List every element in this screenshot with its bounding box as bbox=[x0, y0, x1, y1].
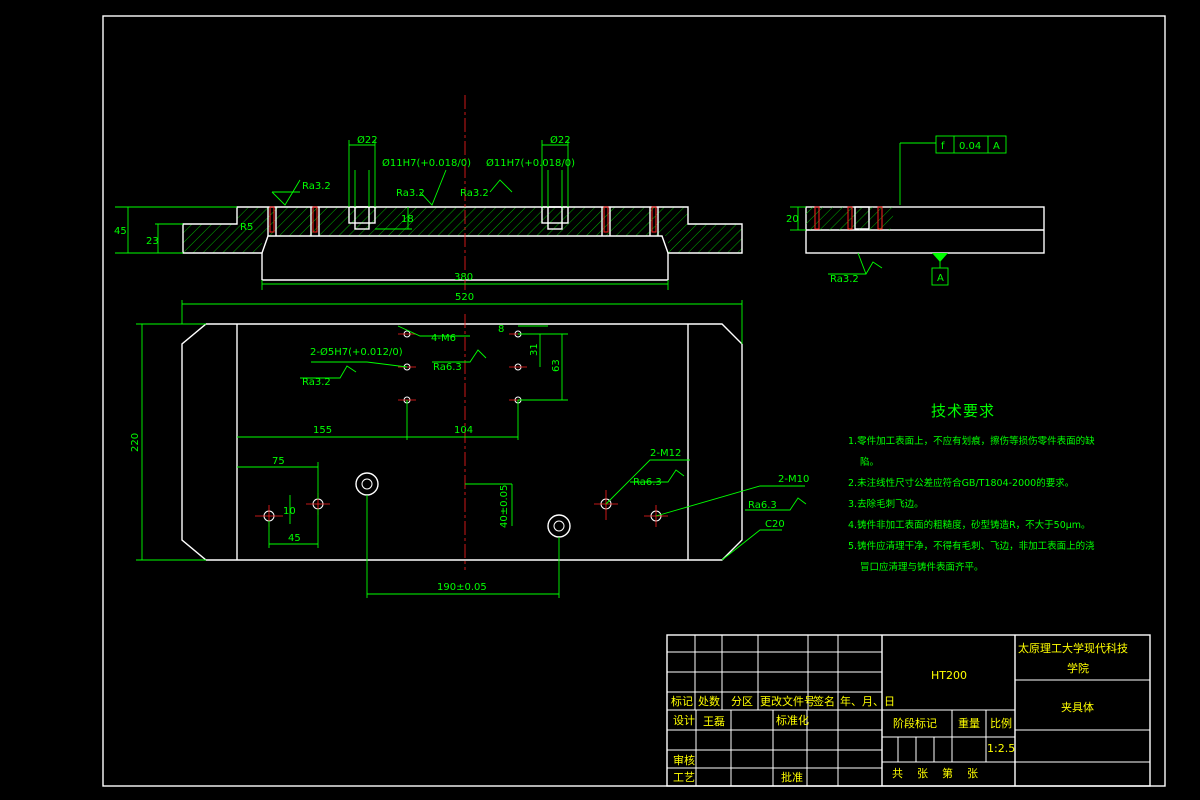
part-name: 夹具体 bbox=[1061, 700, 1094, 714]
dim-155: 155 bbox=[313, 425, 332, 436]
dim-380: 380 bbox=[454, 272, 473, 283]
drawing-border bbox=[102, 15, 1166, 787]
dim-190: 190±0.05 bbox=[437, 582, 487, 593]
ra-a: Ra3.2 bbox=[302, 181, 331, 192]
title-block bbox=[666, 634, 1151, 787]
material: HT200 bbox=[931, 669, 967, 682]
dim-18: 18 bbox=[401, 214, 414, 225]
dim-45-plan: 45 bbox=[288, 533, 301, 544]
hdr-zone: 分区 bbox=[731, 695, 753, 708]
tech-item-1-cont: 陷。 bbox=[860, 457, 880, 468]
dim-d22-left: Ø22 bbox=[357, 134, 378, 146]
dim-31: 31 bbox=[529, 343, 540, 356]
std-label: 标准化 bbox=[776, 713, 809, 727]
weight-label: 重量 bbox=[958, 716, 980, 730]
tol-value: 0.04 bbox=[959, 141, 981, 152]
fit-left: Ø11H7(+0.018/0) bbox=[382, 157, 471, 169]
sheet-count: 共 张 第 张 bbox=[892, 766, 978, 780]
tech-item-2: 2.未注线性尺寸公差应符合GB/T1804-2000的要求。 bbox=[848, 478, 1075, 489]
ra-b: Ra3.2 bbox=[396, 188, 425, 199]
tech-item-5-cont: 冒口应清理与铸件表面齐平。 bbox=[860, 562, 984, 573]
tol-ref: A bbox=[993, 141, 1000, 152]
design-label: 设计 bbox=[673, 714, 695, 727]
hdr-change-doc: 更改文件号 bbox=[760, 694, 815, 708]
plan-view bbox=[136, 300, 807, 598]
tech-title: 技术要求 bbox=[930, 402, 995, 420]
side-view-labels: f 0.04 A A 20 Ra3.2 bbox=[786, 141, 1000, 285]
dim-75: 75 bbox=[272, 456, 285, 467]
dim-45-a: 45 bbox=[114, 226, 127, 237]
hdr-mark: 标记 bbox=[671, 694, 693, 708]
process-label: 工艺 bbox=[673, 771, 695, 784]
hdr-count: 处数 bbox=[698, 695, 720, 708]
approve-label: 批准 bbox=[781, 770, 803, 784]
dim-8: 8 bbox=[498, 324, 504, 335]
ra-plan-d: Ra6.3 bbox=[748, 500, 777, 511]
dim-r5: R5 bbox=[240, 222, 253, 233]
scale-label: 比例 bbox=[990, 716, 1012, 730]
review-label: 审核 bbox=[673, 753, 695, 767]
tech-item-3: 3.去除毛刺飞边。 bbox=[848, 499, 924, 510]
title-block-labels: 标记 处数 分区 更改文件号 签名 年、月、日 设计 王磊 标准化 审核 工艺 … bbox=[671, 641, 1128, 784]
dim-10: 10 bbox=[283, 506, 296, 517]
dim-23: 23 bbox=[146, 236, 159, 247]
m6-label: 4-M6 bbox=[431, 333, 456, 344]
tol-symbol: f bbox=[941, 141, 945, 152]
fit-right: Ø11H7(+0.018/0) bbox=[486, 157, 575, 169]
tech-item-5: 5.铸件应清理干净，不得有毛刺、飞边，非加工表面上的浇 bbox=[848, 541, 1095, 552]
school-name-2: 学院 bbox=[1067, 661, 1089, 675]
dim-40: 40±0.05 bbox=[499, 485, 510, 528]
side-view bbox=[790, 135, 1045, 286]
m10-label: 2-M10 bbox=[778, 474, 809, 485]
designer-name: 王磊 bbox=[703, 715, 725, 728]
pin-holes-label: 2-Ø5H7(+0.012/0) bbox=[310, 346, 403, 358]
technical-requirements: 技术要求 1.零件加工表面上，不应有划痕，擦伤等损伤零件表面的缺 陷。 2.未注… bbox=[848, 400, 1095, 578]
scale-value: 1:2.5 bbox=[987, 742, 1015, 755]
dim-104: 104 bbox=[454, 425, 473, 436]
ra-plan-c: Ra6.3 bbox=[633, 477, 662, 488]
school-name-1: 太原理工大学现代科技 bbox=[1018, 641, 1128, 655]
hdr-date: 年、月、日 bbox=[840, 694, 895, 708]
chamfer-label: C20 bbox=[765, 519, 785, 530]
dim-20: 20 bbox=[786, 214, 799, 225]
stage-label: 阶段标记 bbox=[893, 716, 937, 730]
tech-item-4: 4.铸件非加工表面的粗糙度，砂型铸造R，不大于50μm。 bbox=[848, 520, 1091, 531]
m12-label: 2-M12 bbox=[650, 448, 681, 459]
ra-side: Ra3.2 bbox=[830, 274, 859, 285]
tech-item-1: 1.零件加工表面上，不应有划痕，擦伤等损伤零件表面的缺 bbox=[848, 436, 1095, 447]
dim-520: 520 bbox=[455, 292, 474, 303]
ra-plan-a: Ra3.2 bbox=[302, 377, 331, 388]
plan-labels: 520 220 155 104 8 31 63 75 10 45 40±0.05… bbox=[130, 292, 809, 593]
section-view-a bbox=[115, 95, 743, 290]
dim-63: 63 bbox=[551, 359, 562, 372]
datum-a: A bbox=[937, 273, 944, 284]
dim-d22-right: Ø22 bbox=[550, 134, 571, 146]
section-a-labels: Ø22 Ø22 Ø11H7(+0.018/0) Ø11H7(+0.018/0) … bbox=[114, 134, 575, 283]
ra-c: Ra3.2 bbox=[460, 188, 489, 199]
ra-plan-b: Ra6.3 bbox=[433, 362, 462, 373]
dim-220: 220 bbox=[130, 433, 141, 452]
hdr-sign: 签名 bbox=[813, 694, 835, 708]
